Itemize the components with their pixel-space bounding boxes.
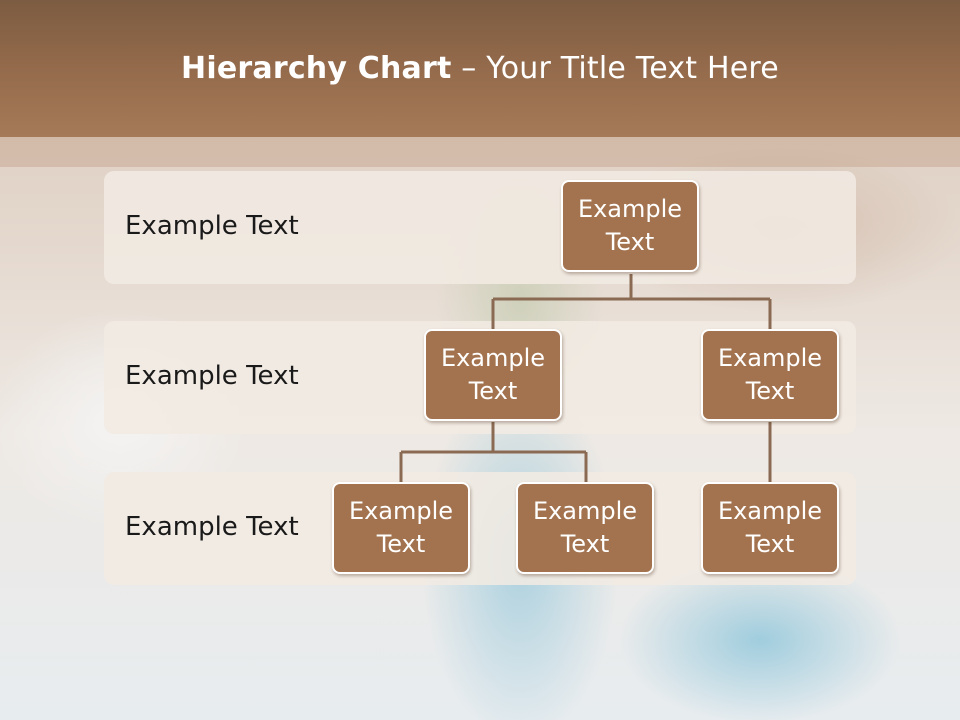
org-node-level3-a[interactable]: Example Text <box>332 482 470 574</box>
title-bold-part: Hierarchy Chart <box>181 51 452 86</box>
org-node-level2-right[interactable]: Example Text <box>701 329 839 421</box>
title-rest-part: – Your Title Text Here <box>451 51 779 86</box>
tier-row-1 <box>104 171 856 284</box>
org-node-level3-c[interactable]: Example Text <box>701 482 839 574</box>
tier-label-3: Example Text <box>125 512 299 542</box>
connector-level2-left-to-level3 <box>399 422 588 482</box>
connector-root-to-level2 <box>491 274 772 329</box>
slide-title: Hierarchy Chart – Your Title Text Here <box>181 51 779 86</box>
title-bar: Hierarchy Chart – Your Title Text Here <box>0 0 960 137</box>
org-node-level2-left[interactable]: Example Text <box>424 329 562 421</box>
tier-label-2: Example Text <box>125 361 299 391</box>
org-node-root[interactable]: Example Text <box>561 180 699 272</box>
header-band <box>0 137 960 167</box>
tier-label-1: Example Text <box>125 211 299 241</box>
org-node-level3-b[interactable]: Example Text <box>516 482 654 574</box>
